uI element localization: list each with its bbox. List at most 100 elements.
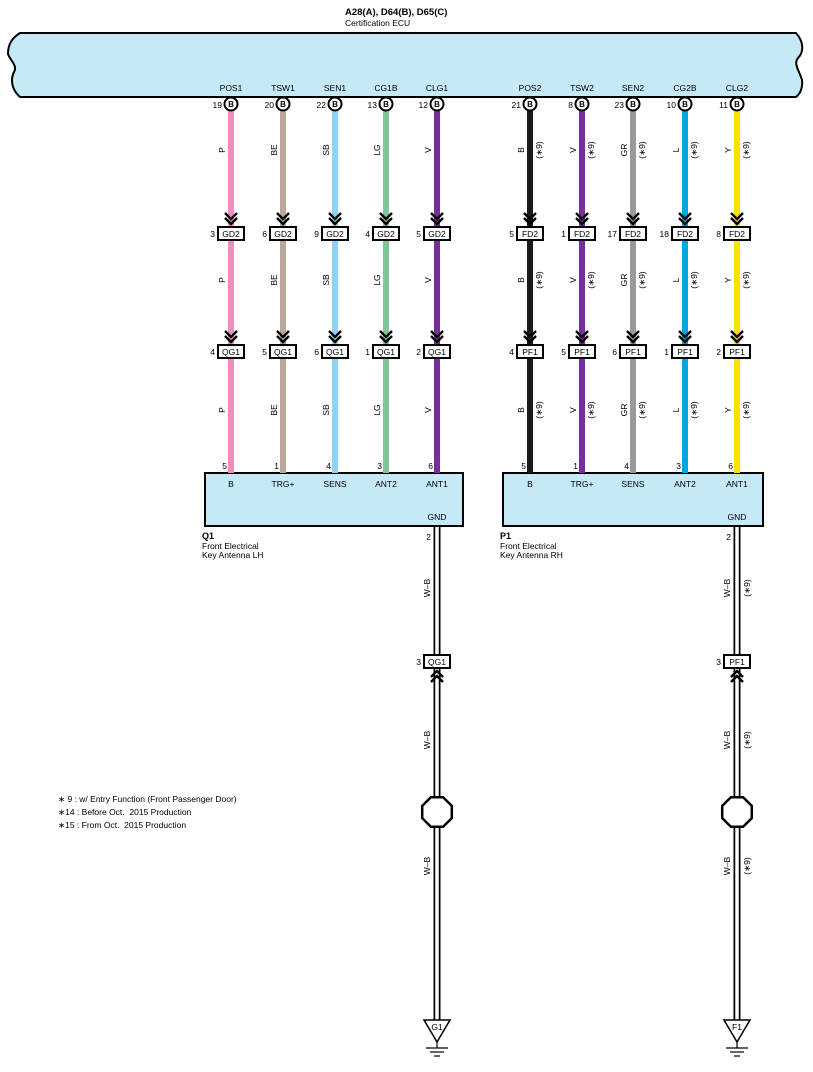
connector-chevron [626,212,640,221]
connector-chevron [328,335,342,344]
inline-connector-pin-number: 4 [365,229,370,239]
connector-chevron [730,335,744,344]
inline-connector-pin-number: 8 [716,229,721,239]
inline-connector [568,226,596,241]
component-pin-number: 4 [624,461,629,471]
ecu-pin-circle [275,96,291,112]
wire-color-code: L [671,277,681,282]
component-terminal-name: ANT1 [726,479,748,489]
ground-wire-color-code: W–B [422,730,432,749]
footnote: ∗15 : From Oct. 2015 Production [58,820,186,830]
component-terminal-name: B [527,479,533,489]
wire-note: (∗9) [534,401,544,419]
inline-connector-name: FD2 [574,229,590,239]
wire-color-code: SB [321,404,331,416]
ecu-terminal-name: TSW1 [271,83,295,93]
inline-connector-name: PF1 [677,347,693,357]
wire-color-code: V [568,407,578,413]
ecu-pin-circle [327,96,343,112]
connector-chevron [328,330,342,339]
wire-color-code: L [671,147,681,152]
inline-connector-name: PF1 [729,347,745,357]
wire-color-code: L [671,407,681,412]
connector-chevron [276,335,290,344]
connector-chevron [626,330,640,339]
inline-connector [619,226,647,241]
ground-connector-name: QG1 [428,657,446,667]
wire-color-code: Y [723,407,733,413]
ground-wire-color-code: W–B [422,578,432,597]
connector-chevron [430,330,444,339]
ground-wire-color-code: W–B [422,856,432,875]
ground-wire-color-code: W–B [722,730,732,749]
ground-point-id: F1 [732,1022,742,1032]
wire-note: (∗9) [534,141,544,159]
ground-wire-note: (∗9) [742,857,752,875]
connector-chevron [430,335,444,344]
component-terminal-name: SENS [621,479,644,489]
wire-color-code: GR [619,274,629,287]
inline-connector [321,226,349,241]
inline-connector-pin-number: 9 [314,229,319,239]
inline-connector [671,226,699,241]
inline-connector [217,344,245,359]
inline-connector-name: PF1 [574,347,590,357]
ground-wire-color-code: W–B [722,856,732,875]
connector-chevron [575,335,589,344]
connector-chevron [430,217,444,226]
inline-connector-pin-number: 5 [509,229,514,239]
ecu-pin-number: 20 [265,100,275,110]
connector-chevron [678,335,692,344]
connector-chevron [730,212,744,221]
ground-wire-note: (∗9) [742,731,752,749]
component-name-line1: Front Electrical [202,541,259,551]
inline-connector [619,344,647,359]
connector-chevron [678,217,692,226]
ecu-connector-tag: B [228,100,234,109]
wire-color-code: Y [723,277,733,283]
gnd-pin-number: 2 [426,532,431,542]
wire-note: (∗9) [689,141,699,159]
ground-point-marker [722,1019,752,1044]
ecu-pin-circle [625,96,641,112]
ecu-terminal-name: CLG1 [426,83,448,93]
ecu-pin-circle [223,96,239,112]
wire-color-code: LG [372,144,382,155]
ecu-pin-circle [522,96,538,112]
component-terminal-name: ANT1 [426,479,448,489]
ecu-pin-number: 8 [568,100,573,110]
wire-color-code: GR [619,404,629,417]
ecu-pin-number: 13 [368,100,378,110]
ecu-pin-number: 22 [317,100,327,110]
wire-color-code: GR [619,144,629,157]
inline-connector [217,226,245,241]
wire-color-code: Y [723,147,733,153]
component-pin-number: 6 [728,461,733,471]
connector-chevron [224,330,238,339]
ecu-connector-tag: B [280,100,286,109]
ground-connector-chevron [730,669,744,678]
ecu-terminal-name: CG1B [374,83,397,93]
wire-color-code: P [217,407,227,413]
ecu-pin-number: 19 [213,100,223,110]
ground-point-marker [422,1019,452,1044]
wire-note: (∗9) [637,141,647,159]
connector-chevron [276,212,290,221]
ecu-pin-number: 12 [419,100,429,110]
wire-color-code: V [568,277,578,283]
component-terminal-name: SENS [323,479,346,489]
component-name-line1: Front Electrical [500,541,557,551]
ecu-terminal-name: TSW2 [570,83,594,93]
inline-connector-name: GD2 [377,229,395,239]
inline-connector [671,344,699,359]
inline-connector-pin-number: 18 [660,229,670,239]
component-name-line2: Key Antenna LH [202,550,263,560]
circuits: POS1B19PPPGD23QG145BTSW1B20BEBEBEGD26QG1… [202,83,764,1057]
ecu-pin-number: 21 [512,100,522,110]
inline-connector [423,344,451,359]
wire-color-code: V [423,147,433,153]
ecu-pin-circle [429,96,445,112]
